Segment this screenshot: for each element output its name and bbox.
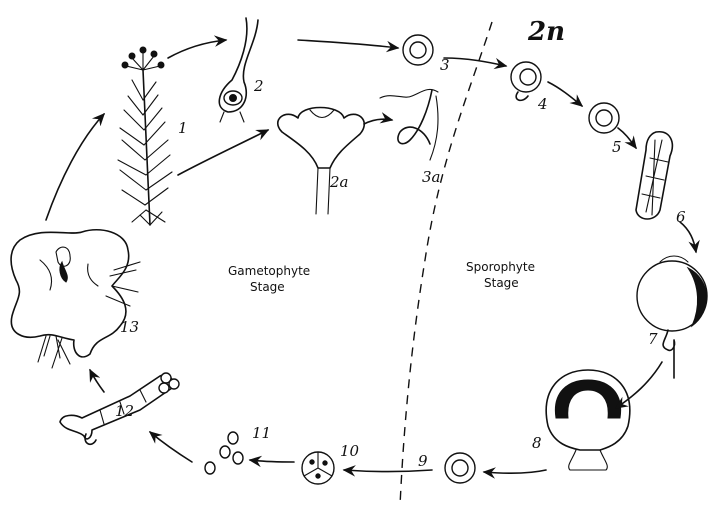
figure-number-12: 12 (115, 402, 134, 420)
figure-number-2: 2 (253, 77, 264, 95)
figure-number-3a: 3a (422, 168, 441, 186)
moss-gametophyte-drawing (118, 47, 172, 225)
arrow-2-to-3 (298, 40, 398, 48)
arrow-8-to-9 (484, 470, 546, 473)
ploidy-mark: 2n (527, 17, 565, 47)
egg-cell-drawing (403, 35, 433, 65)
gametophyte-stage-label-line1: Gametophyte (228, 264, 310, 278)
figure-number-5: 5 (612, 138, 622, 156)
spore-drawing (445, 453, 475, 483)
protonema-drawing (11, 230, 140, 368)
gametophyte-stage-label-line2: Stage (250, 280, 285, 294)
antherozoid-drawing (380, 89, 438, 160)
zygote-drawing (589, 103, 619, 133)
arrow-10-to-11 (250, 460, 294, 462)
embryo-drawing (636, 132, 672, 219)
figure-number-8: 8 (532, 434, 542, 452)
arrow-13-to-1 (46, 114, 104, 220)
figure-number-11: 11 (252, 424, 271, 442)
arrow-4-to-5 (548, 82, 582, 106)
arrow-6-to-7 (680, 222, 696, 252)
free-spores-drawing (205, 432, 243, 474)
arrow-11-to-12 (150, 432, 192, 462)
arrow-3-to-4 (444, 58, 506, 66)
figure-number-7: 7 (648, 330, 658, 348)
arrow-1-to-2a (178, 130, 268, 175)
arrow-1-to-2 (168, 40, 226, 58)
arrow-7-to-8 (616, 362, 662, 408)
figure-number-13: 13 (120, 318, 139, 336)
sporophyte-stage-label-line1: Sporophyte (466, 260, 535, 274)
capsule-section-drawing (546, 370, 630, 470)
antheridial-head-drawing (278, 108, 365, 215)
figure-number-1: 1 (178, 119, 188, 137)
figure-number-9: 9 (418, 452, 428, 470)
arrow-12-to-13 (90, 370, 104, 392)
sporophyte-capsule-drawing (637, 256, 707, 378)
spore-tetrad-drawing (302, 452, 334, 484)
figure-number-2a: 2a (329, 173, 349, 191)
figure-number-4: 4 (537, 95, 548, 113)
arrow-9-to-10 (344, 470, 432, 472)
arrow-2a-to-3a (364, 119, 392, 124)
fertilization-drawing (511, 62, 541, 100)
figure-number-10: 10 (340, 442, 360, 460)
archegonium-drawing (219, 18, 258, 122)
sporophyte-stage-label-line2: Stage (484, 276, 519, 290)
